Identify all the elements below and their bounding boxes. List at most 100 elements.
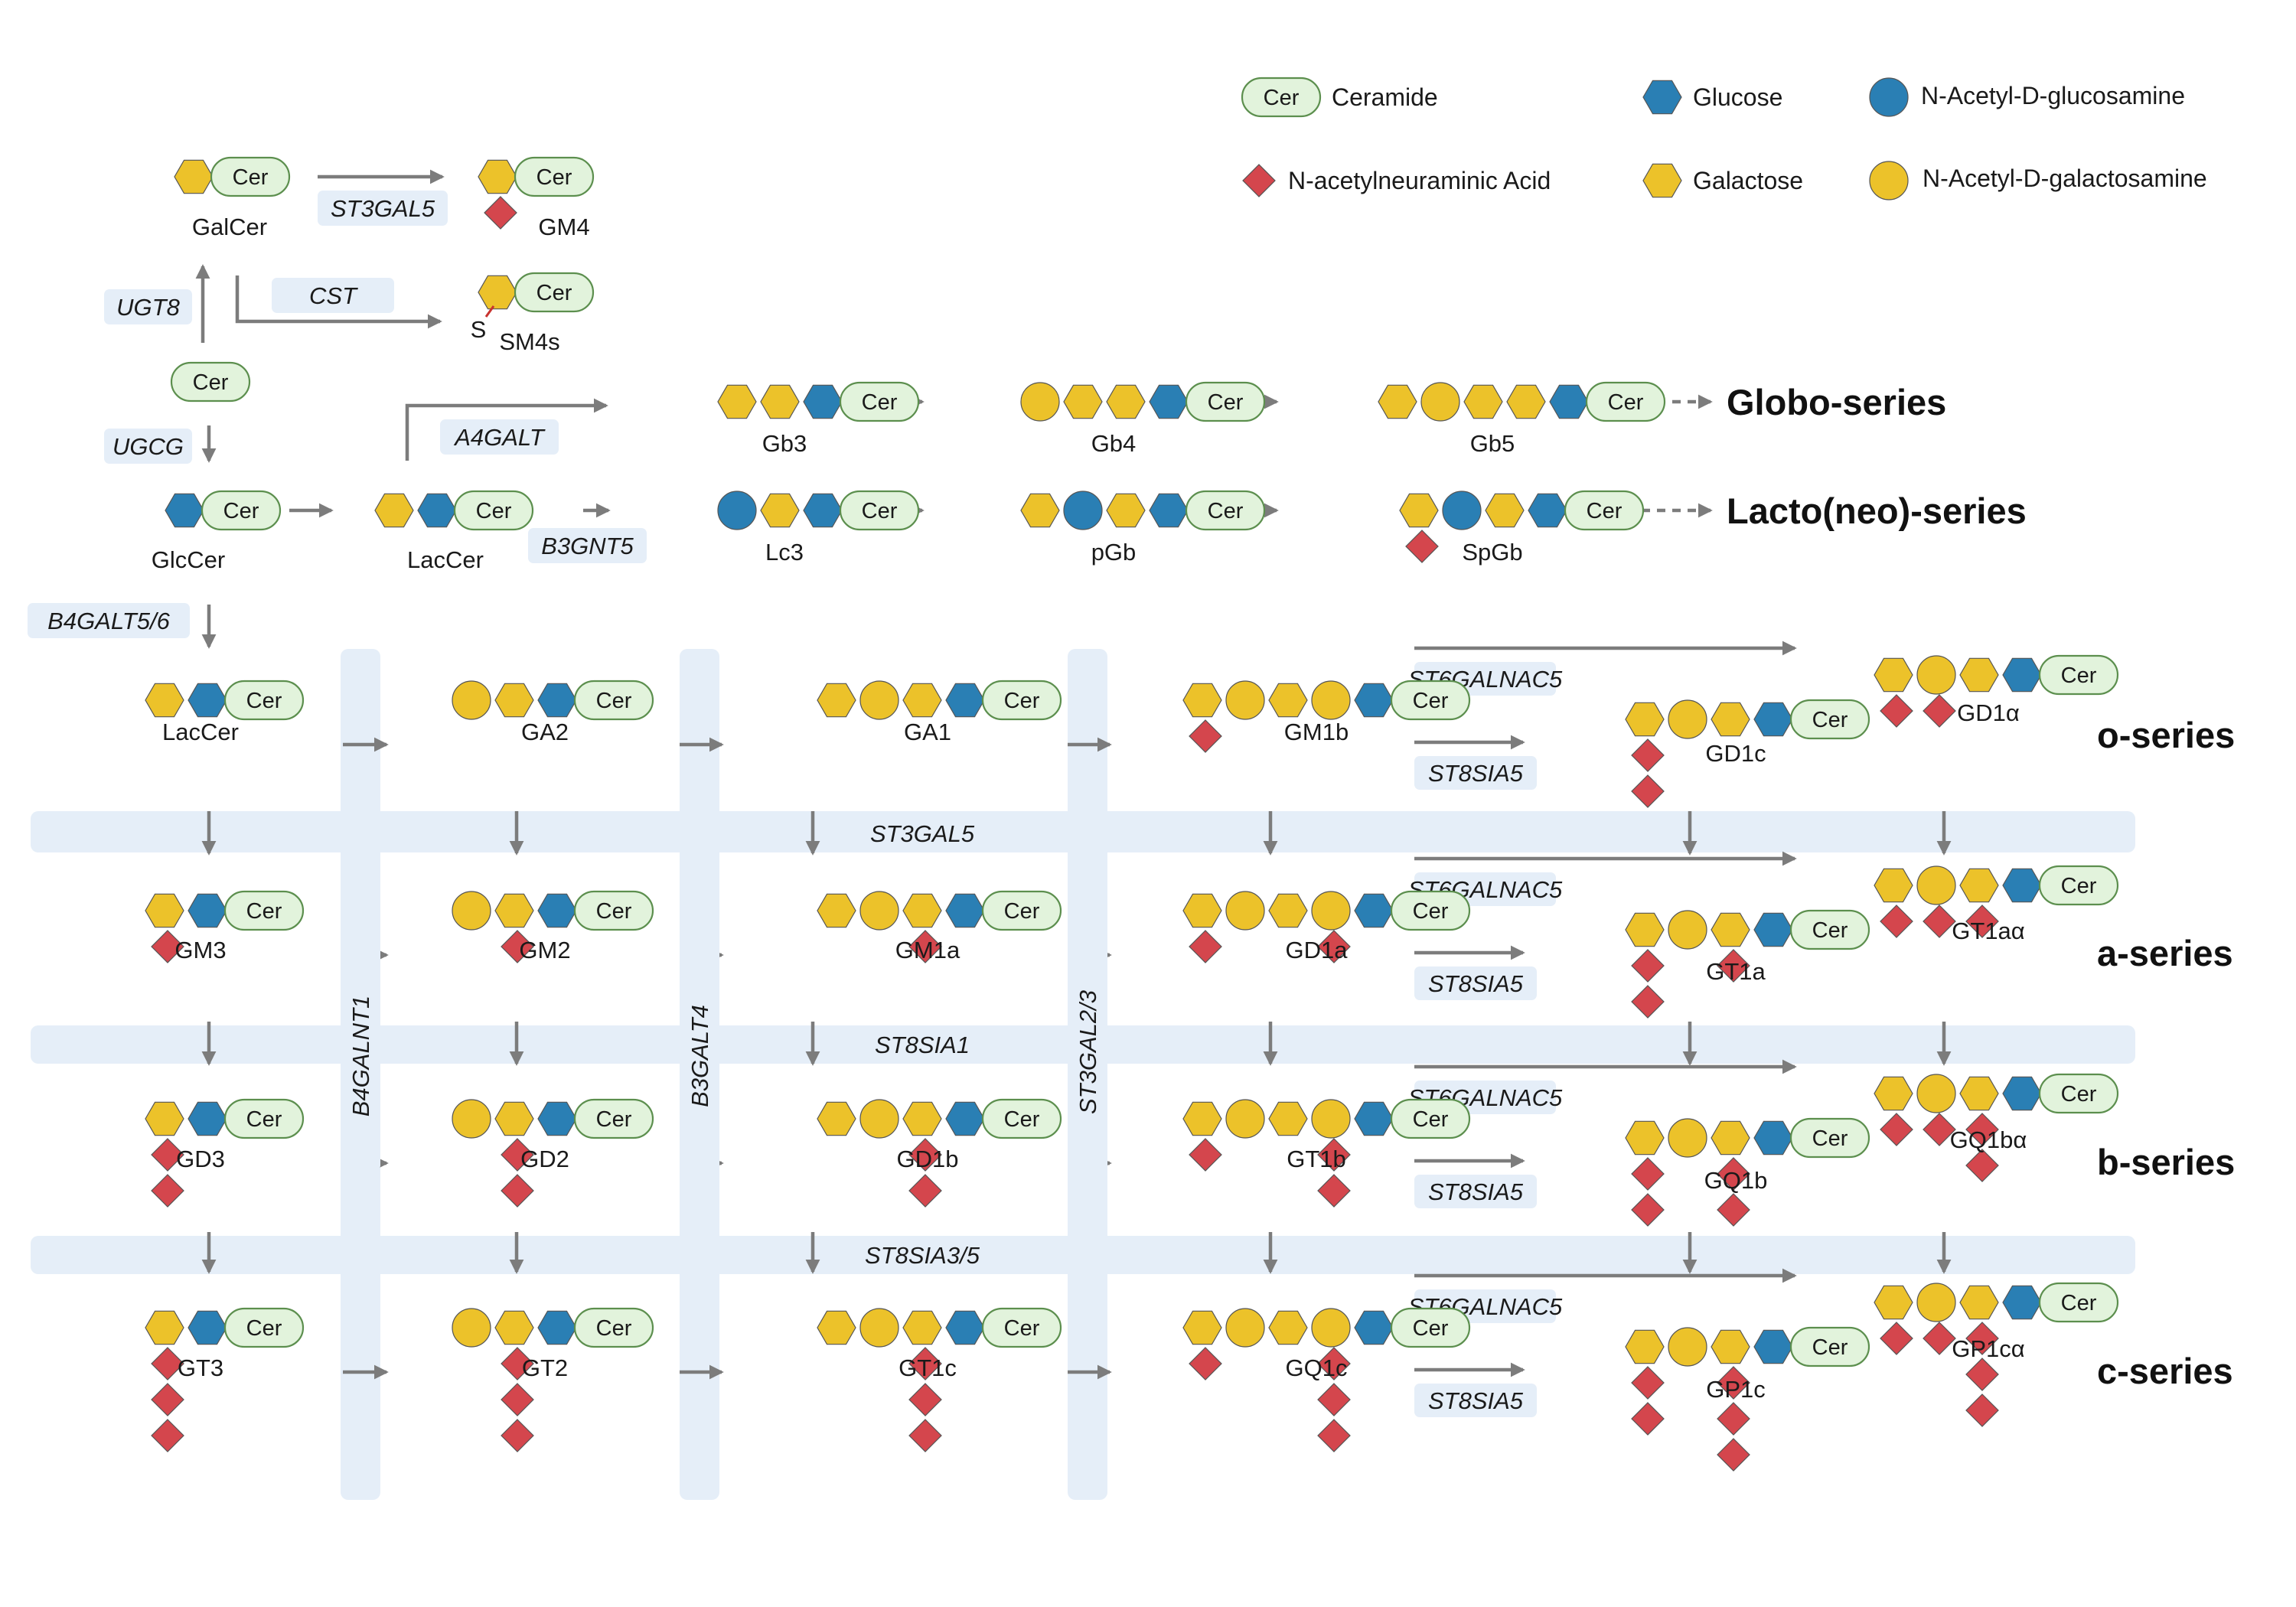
compound-label: GP1cα — [1952, 1335, 2025, 1362]
galactose-hexagon — [1506, 384, 1546, 419]
neu5ac-diamond — [1965, 1113, 1999, 1146]
ceramide-pill — [453, 490, 534, 531]
legend-galactose-icon — [1642, 163, 1682, 198]
enzyme-st8sia5: ST8SIA5 — [1428, 760, 1524, 787]
ceramide-pill — [981, 1098, 1062, 1139]
galactose-hexagon — [1625, 702, 1665, 737]
legend-galnac: N-Acetyl-D-galactosamine — [1923, 165, 2207, 192]
galactose-hexagon — [174, 159, 214, 194]
enzyme-ugt8-box — [104, 289, 192, 324]
neu5ac-diamond — [1189, 1347, 1222, 1380]
ceramide-pill — [223, 680, 305, 721]
glucose-hexagon — [537, 1310, 577, 1345]
galactose-hexagon — [1485, 493, 1525, 528]
ceramide-label: Cer — [246, 899, 282, 924]
neu5ac-diamond — [908, 930, 942, 963]
enzyme-st8sia5-box — [1414, 756, 1537, 790]
ceramide-pill — [1241, 77, 1322, 118]
globo-series-label: Globo-series — [1727, 382, 1946, 422]
glycan-GQ1bα: Cer — [1874, 1073, 2119, 1182]
galactose-hexagon — [1711, 912, 1750, 947]
ceramide-label: Cer — [862, 390, 898, 415]
ceramide-label: Cer — [246, 1107, 282, 1132]
ceramide-pill — [1789, 1326, 1870, 1367]
neu5ac-diamond — [1317, 1347, 1351, 1380]
galactose-hexagon — [1874, 868, 1913, 903]
glycan-GT1c: Cer — [817, 1307, 1062, 1452]
galnac-circle — [1311, 1099, 1351, 1139]
enzyme-st8sia5: ST8SIA5 — [1428, 1387, 1524, 1414]
ceramide-label: Cer — [1208, 499, 1244, 523]
glycan-GD2: Cer — [452, 1098, 654, 1208]
neu5ac-diamond — [1631, 1402, 1665, 1436]
galactose-hexagon — [817, 1310, 856, 1345]
reaction-arrow — [405, 398, 608, 461]
enzyme-a4galt-box — [440, 419, 559, 455]
neu5ac-diamond — [1631, 1366, 1665, 1400]
series-label: b-series — [2097, 1142, 2235, 1182]
enzyme-ugt8: UGT8 — [116, 294, 180, 321]
galnac-circle — [1668, 910, 1707, 950]
compound-label: GT3 — [178, 1354, 223, 1381]
ceramide-pill — [514, 156, 595, 197]
ceramide-pill — [1789, 1117, 1870, 1159]
ceramide-pill — [514, 272, 595, 313]
ceramide-label: Cer — [193, 370, 229, 395]
galactose-hexagon — [1182, 1310, 1222, 1345]
glycan-GQ1c: Cer — [1182, 1307, 1471, 1452]
ceramide-pill — [2038, 865, 2119, 906]
enzyme-b3galt4: B3GALT4 — [687, 1005, 713, 1107]
glucose-hexagon — [1528, 493, 1567, 528]
legend-ceramide: Ceramide — [1332, 83, 1438, 111]
galactose-hexagon — [374, 493, 414, 528]
ceramide-pill — [573, 890, 654, 931]
galnac-circle — [1916, 1283, 1956, 1322]
compound-label: GT1a — [1706, 958, 1766, 985]
gb5-structure: Cer — [1378, 381, 1666, 422]
reaction-arrow — [235, 275, 442, 329]
ceramide-label: Cer — [2061, 1291, 2097, 1315]
galnac-circle — [859, 1308, 899, 1348]
neu5ac-diamond — [908, 1138, 942, 1172]
glycan-GP1c: Cer — [1625, 1326, 1870, 1472]
glucose-hexagon — [1354, 893, 1394, 928]
ceramide-label: Cer — [1812, 1335, 1848, 1360]
ceramide-pill — [223, 890, 305, 931]
ceramide-pill — [981, 890, 1062, 931]
galnac-circle — [859, 891, 899, 931]
enzyme-st8sia5: ST8SIA5 — [1428, 970, 1524, 997]
gb4-label: Gb4 — [1091, 430, 1137, 457]
neu5ac-diamond — [151, 1383, 184, 1416]
galactose-hexagon — [494, 1310, 534, 1345]
legend-glcnac-icon — [1869, 77, 1909, 117]
compound-label: GT1c — [899, 1354, 957, 1381]
galactose-hexagon — [1268, 1310, 1308, 1345]
neu5ac-diamond — [1717, 1157, 1750, 1191]
compound-label: GQ1c — [1286, 1354, 1348, 1381]
ceramide-label: Cer — [1587, 499, 1623, 523]
neu5ac-diamond — [1631, 738, 1665, 772]
galnac-circle — [1668, 699, 1707, 739]
galactose-hexagon — [1959, 1285, 1999, 1320]
neu5ac-diamond — [1317, 1383, 1351, 1416]
glucose-hexagon — [537, 1101, 577, 1136]
galactose-hexagon — [1711, 1329, 1750, 1364]
neu5ac-diamond — [1717, 1438, 1750, 1472]
ceramide-pill — [573, 1098, 654, 1139]
galactose-hexagon — [817, 683, 856, 718]
ceramide-label: Cer — [1264, 86, 1300, 110]
galactose-hexagon — [478, 275, 517, 310]
glycan-GD1a: Cer — [1182, 890, 1471, 963]
glycan-GT3: Cer — [145, 1307, 305, 1452]
galactose-hexagon — [494, 1101, 534, 1136]
neu5ac-diamond — [1189, 930, 1222, 963]
galnac-circle — [859, 680, 899, 720]
neu5ac-diamond — [1317, 930, 1351, 963]
galnac-circle — [1225, 680, 1265, 720]
galactose-hexagon — [902, 683, 942, 718]
ceramide-label: Cer — [862, 499, 898, 523]
glucose-hexagon — [537, 893, 577, 928]
neu5ac-diamond — [1880, 1322, 1913, 1355]
